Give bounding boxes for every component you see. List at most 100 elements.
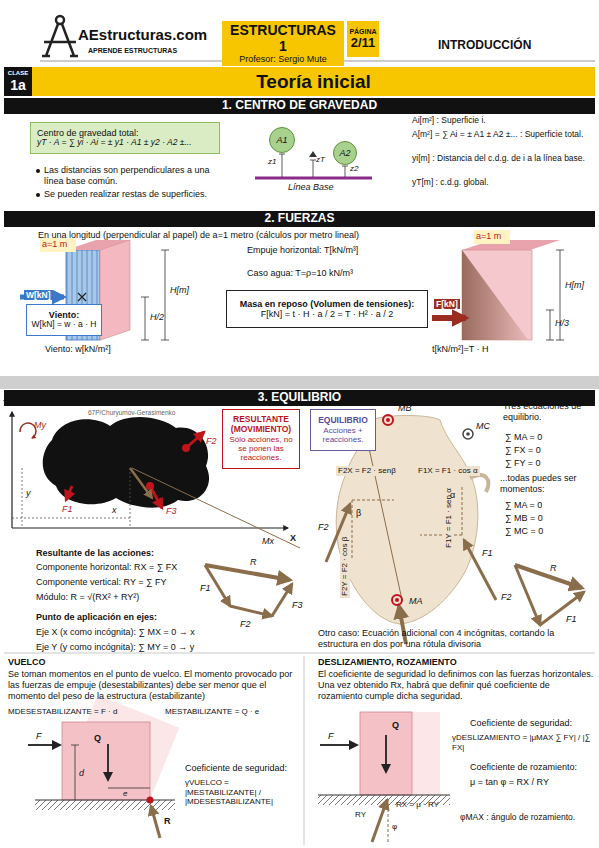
text-label: R xyxy=(250,557,257,568)
text-label: F xyxy=(328,731,334,742)
text-label: Q xyxy=(392,720,399,731)
text-label: RY xyxy=(355,810,366,820)
text-label: F xyxy=(36,731,42,742)
node-heading: Masa en reposo (Volumen de tensiones): xyxy=(240,299,414,309)
title-bar: Teoría inicial xyxy=(32,67,595,96)
node-heading: RESULTANTE (MOVIMIENTO) xyxy=(226,415,296,435)
formula-box: Masa en reposo (Volumen de tensiones):F[… xyxy=(226,290,428,328)
text-label: Viento: w[kN/m²] xyxy=(45,344,111,355)
text-label: VUELCO xyxy=(8,657,46,668)
text-label: DESLIZAMIENTO, ROZAMIENTO xyxy=(318,657,457,668)
text-label: Resultante de las acciones: xyxy=(36,548,154,559)
section-bar: 2. FUERZAS xyxy=(4,211,595,227)
note-box: RESULTANTE (MOVIMIENTO)Sólo acciones, no… xyxy=(222,409,300,469)
node-text: Sólo acciones, no se ponen las reaccione… xyxy=(226,435,296,463)
text-label: X xyxy=(290,533,296,544)
title-band: ESTRUCTURAS 1Profesor: Sergio Mute xyxy=(222,21,344,66)
text-label: F2 xyxy=(206,436,217,447)
text-label: APRENDE ESTRUCTURAS xyxy=(88,47,177,55)
text-label: yi[m] : Distancia del c.d.g. de i a la l… xyxy=(412,153,594,163)
text-label: Módulo: R = √(RX² + RY²) xyxy=(36,592,139,603)
text-label: zT xyxy=(316,155,325,165)
formula-box: Centro de gravedad total:yT · A = ∑ yi ·… xyxy=(30,122,220,154)
text-label: F[kN] xyxy=(434,299,460,309)
class-box: CLASE1a xyxy=(4,67,32,96)
text-label: F2Y = F2 · cos β xyxy=(340,535,350,598)
text-label: ...todas puedes ser momentos: xyxy=(500,473,595,495)
text-label: ∑ MA = 0 xyxy=(505,500,542,511)
text-label: Se pueden realizar restas de superficies… xyxy=(44,189,219,200)
text-label: y xyxy=(26,488,31,499)
node-heading: ESTRUCTURAS 1 xyxy=(225,22,341,54)
node-text: Profesor: Sergio Mute xyxy=(239,54,327,64)
text-label: Y xyxy=(3,398,9,409)
node-text: yT · A = ∑ yi · Ai = ± y1 · A1 ± y2 · A2… xyxy=(37,138,192,148)
section-bar: 1. CENTRO DE GRAVEDAD xyxy=(4,98,595,114)
text-label: Coeficiente de seguridad: xyxy=(185,763,287,774)
node-text: Acciones + reacciones. xyxy=(314,426,372,444)
node-heading: Centro de gravedad total: xyxy=(37,128,139,138)
text-label: a=1 m xyxy=(42,239,67,250)
text-label: MA xyxy=(409,596,423,607)
node-text: W[kN] = w · a · H xyxy=(32,320,97,330)
text-label: Punto de aplicación en ejes: xyxy=(36,612,157,623)
text-label: MB xyxy=(398,403,412,414)
text-label: 67P/Churyumov-Gerasimenko xyxy=(88,409,175,417)
node-text: 2/11 xyxy=(351,36,376,51)
text-label: F3 xyxy=(166,506,177,517)
text-label: Mx xyxy=(262,536,274,547)
text-label: ∑ MC = 0 xyxy=(505,526,543,537)
page-box: PÁGINA2/11 xyxy=(347,21,379,57)
text-label: RX = μ · RY xyxy=(396,800,439,810)
area-circle: A1 xyxy=(269,127,295,153)
node-heading: Teoría inicial xyxy=(256,71,371,93)
text-label: γDESLIZAMIENTO = |μMAX ∑ FY| / |∑ FX| xyxy=(452,733,594,752)
node-heading: EQUILIBRIO xyxy=(318,416,368,426)
text-label: My xyxy=(34,420,46,431)
text-label: F1 xyxy=(62,504,73,515)
text-label: d xyxy=(79,768,84,779)
text-label: β xyxy=(356,508,361,519)
text-label: En una longitud (perpendicular al papel)… xyxy=(38,230,359,241)
text-label: ∑ MB = 0 xyxy=(505,513,543,524)
text-label: F1X = F1 · cos α xyxy=(416,466,480,476)
node-text: F[kN] = t · H · a / 2 = T · H² · a / 2 xyxy=(261,309,394,319)
text-label: F2 xyxy=(240,619,251,630)
node-text: 1a xyxy=(10,77,26,93)
text-label: H/2 xyxy=(150,312,164,323)
text-label: H[m] xyxy=(170,285,189,296)
text-label: AEstructuras.com xyxy=(78,26,207,44)
text-label: Tres ecuaciones de equilibrio. xyxy=(503,401,595,423)
node-heading: CLASE xyxy=(8,70,28,77)
text-label: Las distancias son perpendiculares a una… xyxy=(44,165,219,187)
text-label: Coeficiente de seguridad: xyxy=(470,718,572,729)
note-box: EQUILIBRIOAcciones + reacciones. xyxy=(310,409,376,451)
text-label: φMAX : ángulo de rozamiento. xyxy=(460,812,575,822)
text-label: φ xyxy=(392,822,397,832)
text-label: t[kN/m²]=T · H xyxy=(432,344,489,355)
text-label: Eje Y (y como incógnita): ∑ MY = 0 → y xyxy=(36,642,194,653)
text-label: F2 xyxy=(501,592,512,603)
text-label: x xyxy=(112,505,117,516)
text-label: yT[m] : c.d.g. global. xyxy=(412,177,594,187)
node-heading: A1 xyxy=(276,135,287,145)
node-heading: 2. FUERZAS xyxy=(264,212,334,226)
text-label: MESTABILIZANTE = Q · e xyxy=(165,707,259,717)
text-label: z1 xyxy=(268,157,276,167)
text-label: γVUELCO = |MESTABILIZANTE| / |MDESESTABI… xyxy=(185,778,297,807)
text-label: Otro caso: Ecuación adicional con 4 incó… xyxy=(318,628,592,650)
text-label: W[kN] xyxy=(24,290,53,300)
text-label: z2 xyxy=(350,164,358,174)
text-label: R xyxy=(164,816,171,827)
text-label: Caso agua: T=ρ=10 kN/m³ xyxy=(247,268,353,279)
text-label: F1 xyxy=(566,614,577,625)
text-label: F1 xyxy=(482,548,493,559)
node-heading: A2 xyxy=(339,148,350,158)
node-heading: 1. CENTRO DE GRAVEDAD xyxy=(222,99,377,113)
text-label: a=1 m xyxy=(476,231,501,242)
area-circle: A2 xyxy=(333,141,357,165)
text-label: F3 xyxy=(292,600,303,611)
text-label: ∑ MA = 0 xyxy=(505,432,542,443)
text-label: Coeficiente de rozamiento: xyxy=(470,762,577,773)
text-label: Componente vertical: RY = ∑ FY xyxy=(36,577,166,588)
